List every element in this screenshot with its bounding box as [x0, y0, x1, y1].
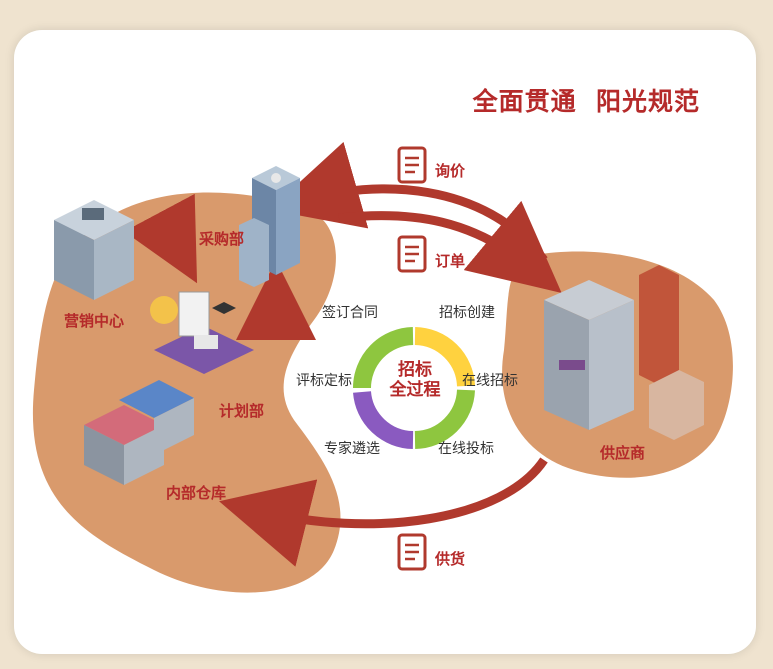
- delivery-label: 供货: [435, 550, 466, 568]
- marketing-to-procurement-arrow: [124, 193, 198, 284]
- document-icon: [397, 146, 427, 184]
- planning-to-procurement-arrow: [235, 260, 316, 341]
- planning-office-icon: [150, 291, 254, 374]
- supplier-label: 供应商: [600, 444, 646, 462]
- order-label: 订单: [435, 252, 466, 270]
- marketing-center-label: 营销中心: [64, 312, 125, 330]
- stage-online-bid: 在线投标: [438, 441, 494, 457]
- diagram-card: 全面贯通 阳光规范 营销中心 采购部 计划部 内部仓库 供应商 询价 订单 供货…: [14, 30, 756, 654]
- document-icon: [397, 533, 427, 571]
- stage-online-tender: 在线招标: [462, 373, 518, 389]
- stage-expert-selection: 专家遴选: [324, 441, 380, 457]
- marketing-building-icon: [54, 200, 134, 300]
- diagram-canvas: [32, 141, 733, 593]
- document-icon: [397, 235, 427, 273]
- stage-create-tender: 招标创建: [439, 305, 495, 321]
- supplier-building-icon: [544, 265, 704, 440]
- procurement-label: 采购部: [199, 230, 245, 248]
- process-center-label: 招标 全过程: [382, 360, 448, 400]
- stage-sign-contract: 签订合同: [322, 305, 378, 321]
- inquiry-label: 询价: [435, 162, 466, 180]
- warehouse-label: 内部仓库: [166, 484, 227, 502]
- stage-evaluate-award: 评标定标: [296, 373, 352, 389]
- procurement-building-icon: [239, 166, 300, 287]
- process-center-line1: 招标: [398, 360, 432, 380]
- planning-label: 计划部: [219, 402, 265, 420]
- process-ring: [353, 327, 475, 449]
- page-title: 全面贯通 阳光规范: [472, 87, 700, 116]
- order-arrow: [338, 200, 562, 294]
- warehouse-icon: [84, 380, 194, 485]
- process-center-line2: 全过程: [389, 380, 441, 400]
- delivery-arrow: [219, 457, 548, 567]
